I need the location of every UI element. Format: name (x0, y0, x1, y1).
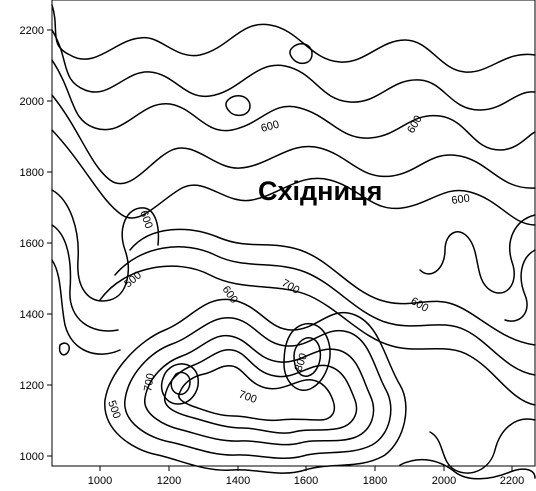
contour-label: 600 (409, 295, 431, 315)
x-tick-label: 2200 (500, 475, 524, 487)
contour-label: 500 (105, 399, 123, 420)
contour-label: 600 (451, 193, 471, 207)
y-tick-label: 1200 (20, 380, 44, 392)
contour-lines (51, 4, 536, 480)
contour-label: 600 (220, 284, 240, 306)
place-name-label: Східниця (258, 176, 382, 206)
axis-ticks (47, 29, 513, 471)
x-tick-label: 1000 (88, 475, 112, 487)
y-axis-labels: 2200 2000 1800 1600 1400 1200 1000 (20, 25, 44, 463)
map-frame (51, 0, 536, 467)
x-tick-label: 1200 (157, 475, 181, 487)
y-tick-label: 2000 (20, 96, 44, 108)
contour-label: 700 (237, 389, 258, 407)
y-tick-label: 1400 (20, 309, 44, 321)
x-axis-labels: 1000 1200 1400 1600 1800 2000 2200 (88, 475, 524, 487)
contour-label: 500 (122, 269, 144, 290)
x-tick-label: 1600 (294, 475, 318, 487)
contour-label: 600 (260, 119, 281, 135)
contour-label: 800 (293, 352, 311, 373)
x-tick-label: 1800 (363, 475, 387, 487)
y-tick-label: 1000 (20, 451, 44, 463)
y-tick-label: 2200 (20, 25, 44, 37)
x-tick-label: 2000 (432, 475, 456, 487)
y-tick-label: 1800 (20, 167, 44, 179)
contour-label: 700 (280, 277, 302, 297)
contour-label: 600 (137, 209, 155, 230)
x-tick-label: 1400 (226, 475, 250, 487)
contour-label: 700 (142, 372, 157, 392)
y-tick-label: 1600 (20, 238, 44, 250)
